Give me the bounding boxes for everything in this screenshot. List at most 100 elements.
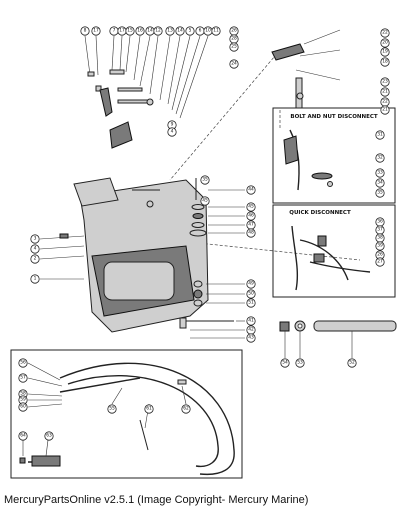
callout-number: 45 [248, 204, 254, 210]
callout-circle [211, 26, 221, 36]
callout-circle [185, 26, 195, 36]
callout-41: 41 [246, 316, 256, 326]
callout-number: 32 [377, 155, 383, 161]
callout-4: 4 [167, 127, 177, 137]
callout-number: 19 [382, 49, 388, 55]
callout-51: 51 [246, 298, 256, 308]
callout-61: 61 [144, 404, 154, 414]
callout-23: 23 [380, 77, 390, 87]
callout-number: 22 [382, 99, 388, 105]
callout-number: 23 [382, 79, 388, 85]
callout-circle [380, 28, 390, 38]
bolt-nut-title: BOLT AND NUT DISCONNECT [290, 114, 377, 120]
callout-circle [246, 298, 256, 308]
callout-22: 22 [380, 97, 390, 107]
callout-number: 43 [248, 335, 254, 341]
bolt-nut-disconnect-box: BOLT AND NUT DISCONNECT [272, 107, 396, 204]
callout-26: 26 [229, 26, 239, 36]
callout-circle [347, 358, 357, 368]
callout-number: 26 [377, 252, 383, 258]
callout-number: 50 [248, 291, 254, 297]
callout-22: 22 [380, 28, 390, 38]
callout-17: 17 [117, 26, 127, 36]
callout-circle [181, 404, 191, 414]
right-hardware-column [132, 178, 245, 237]
callout-number: 35 [377, 190, 383, 196]
callout-32: 32 [375, 153, 385, 163]
callout-48: 48 [246, 228, 256, 238]
callout-64: 64 [18, 431, 28, 441]
callout-16: 16 [135, 26, 145, 36]
callout-number: 16 [137, 28, 143, 34]
callout-number: 4 [34, 246, 37, 252]
sleeve-assembly [279, 320, 397, 358]
callout-number: 20 [382, 40, 388, 46]
callout-circle [380, 47, 390, 57]
callout-11: 11 [211, 26, 221, 36]
callout-43: 43 [246, 333, 256, 343]
callout-54: 54 [280, 358, 290, 368]
callout-7: 7 [109, 26, 119, 36]
callout-circle [375, 153, 385, 163]
callout-number: 11 [213, 28, 219, 34]
callout-33: 33 [375, 168, 385, 178]
callout-number: 4 [171, 129, 174, 135]
callout-number: 6 [199, 28, 202, 34]
callout-number: 17 [93, 28, 99, 34]
callout-number: 25 [231, 44, 237, 50]
callout-circle [375, 178, 385, 188]
callout-circle [229, 59, 239, 69]
callout-60: 60 [18, 402, 28, 412]
callout-12: 12 [153, 26, 163, 36]
callout-circle [125, 26, 135, 36]
callout-19: 19 [380, 47, 390, 57]
callout-number: 57 [20, 375, 26, 381]
callout-number: 9 [171, 122, 174, 128]
callout-number: 45 [202, 198, 208, 204]
callout-circle [280, 358, 290, 368]
callout-44: 44 [246, 185, 256, 195]
callout-10: 10 [203, 26, 213, 36]
callout-circle [375, 168, 385, 178]
callout-number: 64 [20, 433, 26, 439]
callout-circle [18, 373, 28, 383]
callout-15: 15 [125, 26, 135, 36]
callout-49: 49 [246, 279, 256, 289]
top-hardware [87, 69, 154, 149]
callout-62: 62 [181, 404, 191, 414]
callout-number: 14 [147, 28, 153, 34]
callout-53: 53 [295, 358, 305, 368]
callout-circle [200, 175, 210, 185]
cable-kit-box [10, 349, 243, 479]
callout-circle [80, 26, 90, 36]
callout-number: 54 [282, 360, 288, 366]
quick-disconnect-box: QUICK DISCONNECT [272, 204, 396, 298]
callout-number: 3 [34, 236, 37, 242]
callout-number: 47 [248, 222, 254, 228]
callout-14: 14 [175, 26, 185, 36]
callout-3: 3 [30, 234, 40, 244]
parts-diagram: BOLT AND NUT DISCONNECT QUICK DISCONNECT [10, 26, 397, 479]
callout-number: 7 [113, 28, 116, 34]
callout-34: 34 [375, 178, 385, 188]
callout-number: 48 [248, 230, 254, 236]
callout-number: 21 [382, 89, 388, 95]
callout-number: 58 [20, 391, 26, 397]
callout-46: 46 [246, 211, 256, 221]
callout-37: 37 [375, 225, 385, 235]
callout-35: 35 [200, 175, 210, 185]
callout-circle [30, 234, 40, 244]
callout-circle [135, 26, 145, 36]
callout-number: 38 [377, 235, 383, 241]
callout-52: 52 [347, 358, 357, 368]
callout-circle [246, 211, 256, 221]
callout-number: 53 [297, 360, 303, 366]
callout-number: 44 [248, 187, 254, 193]
callout-circle [380, 57, 390, 67]
callout-circle [30, 244, 40, 254]
callout-circle [380, 38, 390, 48]
callout-number: 37 [377, 227, 383, 233]
callout-number: 2 [34, 256, 37, 262]
callout-number: 51 [248, 300, 254, 306]
callout-circle [375, 241, 385, 251]
